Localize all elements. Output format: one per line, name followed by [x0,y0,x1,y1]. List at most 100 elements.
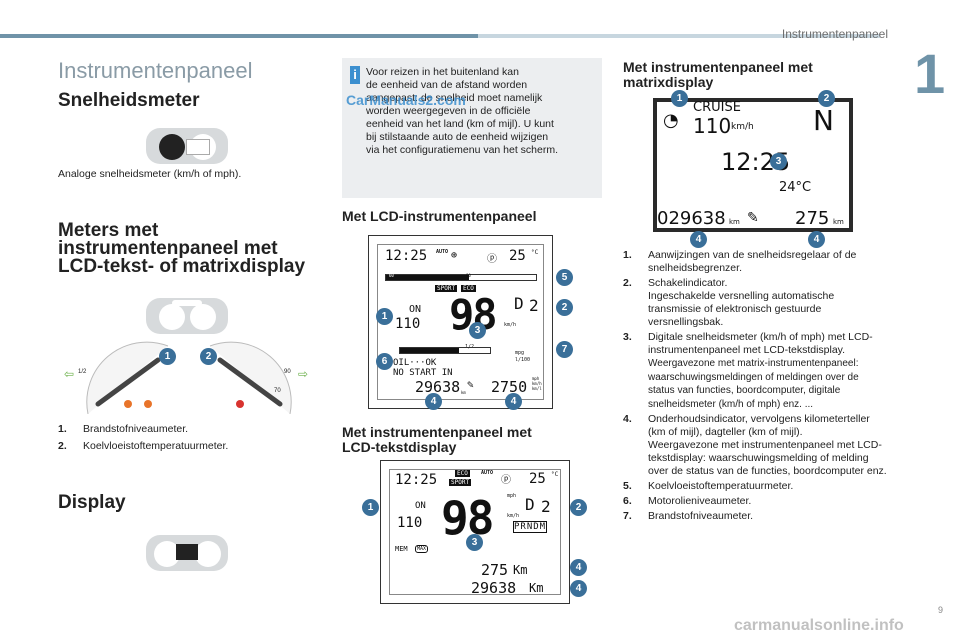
lcd-text-heading-1: Met instrumentenpaneel met [342,424,532,440]
watermark-text: CarManuals2.com [346,92,466,108]
lcd-fuel-bar [399,347,491,354]
lcdt-odo: 29638 [471,579,517,597]
info-box [342,58,602,198]
lcdt-callout-2: 2 [570,499,587,516]
lcd-oil-status: OIL···OK [393,358,437,368]
lcd-temp-unit: °C [531,249,539,256]
lcdt-brake-icon: ⓟ [501,475,511,486]
speedometer-caption: Analoge snelheidsmeter (km/h of mph). [58,168,242,180]
gauge-70-label: 70 [274,388,281,394]
lcd-callout-4a: 4 [425,393,442,410]
lcdt-callout-1: 1 [362,499,379,516]
lcdt-prnd: PRNDM [513,521,548,533]
lcdt-callout-4b: 4 [570,580,587,597]
speedometer-illustration [146,128,228,164]
matrix-cruise-speed: 110 [693,114,732,138]
legend-row: 2.Koelvloeistoftemperatuurmeter. [58,440,229,452]
chapter-number: 1 [914,42,946,105]
lcd-mpg: mpg [515,350,525,356]
lcd-callout-3: 3 [469,322,486,339]
lcd-brake-icon: ⓟ [487,254,497,265]
lcd-callout-6: 6 [376,353,393,370]
lcd-auto: AUTO [436,249,449,255]
legend-row: 4.Onderhoudsindicator, vervolgens kilome… [623,413,887,477]
matrix-range-unit: km [833,218,844,226]
info-icon: i [350,66,360,84]
lcdt-mph: mph [507,493,517,499]
lcdt-auto: AUTO [481,470,494,476]
lcdt-eco-badge: ECO [455,470,470,477]
lcd-trip-unit: mph km/h km/l [532,376,542,391]
matrix-odometer: 029638 [657,208,726,229]
lcdt-gear: D [525,495,535,514]
callout-2: 2 [200,348,217,365]
matrix-range: 275 [795,208,830,229]
matrix-cruise-unit: km/h [731,122,754,132]
lcd-no-start: NO START IN [393,368,453,378]
lcd-eco-badge: ECO [461,285,476,292]
lcdt-callout-4a: 4 [570,559,587,576]
lcd-callout-1: 1 [376,308,393,325]
meters-heading-1: Meters met [58,220,159,241]
speedometer-heading: Snelheidsmeter [58,90,200,111]
lcd-cruise-on: ON [409,304,422,315]
matrix-heading-1: Met instrumentenpaneel met [623,59,813,75]
wrench-icon: ✎ [747,210,759,226]
lcdt-kmh: km/h [507,513,520,519]
legend-row: 1.Aanwijzingen van de snelheidsregelaar … [623,249,857,274]
lcdt-temp: 25 [529,471,546,487]
matrix-gear: N [813,104,834,137]
page-number: 9 [938,605,944,615]
running-title: Instrumentenpaneel [781,27,888,41]
lcd-text-heading-2: LCD-tekstdisplay [342,439,457,455]
display-illustration [146,535,228,571]
legend-row: 1.Brandstofniveaumeter. [58,423,189,435]
meters-heading-2: instrumentenpaneel met [58,238,278,259]
lcd-odometer: 29638 [415,378,461,396]
speedometer-icon: ◔ [663,110,679,131]
matrix-display: ◔ CRUISE 110 km/h N 12:25 24°C 029638 km… [653,98,853,232]
display-heading: Display [58,492,126,513]
lcd-sport-badge: SPORT [435,285,458,292]
legend-row: 6.Motorolieniveaumeter. [623,495,752,507]
matrix-callout-4b: 4 [808,231,825,248]
lcdt-temp-unit: °C [551,471,559,478]
legend-row: 3.Digitale snelheidsmeter (km/h of mph) … [623,331,873,410]
lcd-callout-7: 7 [556,341,573,358]
lcd-text-display: 12:25 ECO SPORT AUTO ⓟ 25 °C 98 mph km/h… [380,460,570,604]
legend-row: 7.Brandstofniveaumeter. [623,510,754,522]
lcd-panel-heading: Met LCD-instrumentenpaneel [342,208,537,224]
matrix-temp: 24°C [779,180,812,195]
meters-cluster-illustration [146,298,228,334]
lcd-callout-5: 5 [556,269,573,286]
footer-watermark: carmanualsonline.info [734,617,904,634]
lcdt-cruise-on: ON [415,501,426,511]
lcdt-range: 275 [481,561,509,579]
matrix-odo-unit: km [729,218,740,226]
lcd-callout-4b: 4 [505,393,522,410]
lcd-trip: 2750 [491,378,528,396]
matrix-callout-4a: 4 [690,231,707,248]
matrix-legend: 1.Aanwijzingen van de snelheidsregelaar … [623,249,888,525]
matrix-callout-3: 3 [770,153,787,170]
lcd-fan-icon: ⊕ [451,250,458,261]
legend-row: 2.Schakelindicator.Ingeschakelde versnel… [623,277,835,328]
header-rule-right [478,34,880,38]
gauges-legend: 1.Brandstofniveaumeter. 2.Koelvloeistoft… [58,422,328,456]
lcd-rev-bar [385,274,537,281]
lcdt-sport-badge: SPORT [449,479,472,486]
meters-heading-3: LCD-tekst- of matrixdisplay [58,256,306,277]
svg-text:⇦: ⇦ [64,367,74,381]
lcdt-odo-unit: Km [529,581,544,595]
lcd-cruise-set: 110 [395,316,421,332]
lcd-gear: D [514,294,524,313]
gauges-svg: ⇦ ⇨ [58,338,320,415]
lcd-gear-number: 2 [529,296,539,315]
matrix-callout-2: 2 [818,90,835,107]
matrix-cruise: CRUISE [693,100,741,115]
lcdt-cruise-set: 110 [397,515,423,531]
lcd-odo-unit: km [461,390,466,395]
svg-text:⇨: ⇨ [298,367,308,381]
lcd-callout-2: 2 [556,299,573,316]
lcd-outside-temp: 25 [509,248,526,264]
